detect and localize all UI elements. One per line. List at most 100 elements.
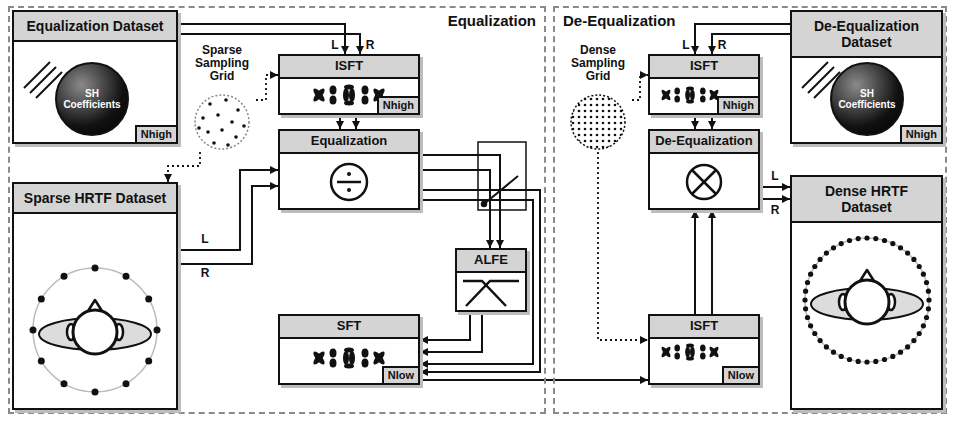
process-region: Equalization Equalization DatasetNhigh SH … (8, 6, 546, 414)
channel-label: R (717, 39, 728, 52)
dataset-box: Sparse HRTF Dataset (12, 182, 178, 410)
svg-line (802, 62, 828, 88)
svg-circle (212, 141, 216, 145)
channel-label: R (200, 267, 211, 280)
svg-circle (236, 108, 240, 112)
sampling-dot (824, 344, 829, 349)
sampling-dot (92, 389, 99, 396)
sampling-dot (92, 265, 99, 272)
sampling-dot (805, 315, 810, 320)
box-heading: Sparse HRTF Dataset (14, 184, 176, 214)
sampling-dot (890, 354, 895, 359)
order-tag: Nhigh (135, 125, 176, 142)
svg-use (660, 87, 720, 104)
box-heading: De-Equalization Dataset (792, 12, 941, 58)
svg-line (30, 67, 56, 93)
sampling-dot (898, 245, 903, 250)
signal-arrow (420, 155, 500, 248)
svg-circle (208, 102, 212, 106)
signal-arrow (178, 170, 278, 250)
sampling-dot (839, 241, 844, 246)
filter-box: ALFE (455, 248, 527, 312)
sampling-dot (831, 245, 836, 250)
svg-circle (571, 95, 625, 149)
sampling-dot (802, 297, 807, 302)
transform-box: ISFTNlow (648, 314, 760, 385)
channel-label: L (681, 39, 690, 52)
box-heading: ISFT (650, 56, 758, 79)
sampling-dot (856, 236, 861, 241)
process-box: De-Equalization (648, 129, 760, 210)
sampling-dot (911, 338, 916, 343)
sampling-dot (926, 297, 931, 302)
signal-arrow (760, 198, 790, 200)
sampling-dot (808, 323, 813, 328)
svg-circle (33, 268, 157, 392)
multiply-symbol (687, 165, 721, 199)
box-heading: Dense HRTF Dataset (792, 177, 941, 223)
sampling-dot (926, 289, 931, 294)
channel-label: L (200, 233, 209, 246)
sphere-label: SH Coefficients (57, 86, 127, 113)
sampling-dot (882, 238, 887, 243)
sampling-grid: Dense Sampling Grid (564, 42, 632, 152)
sampling-dot (926, 306, 931, 311)
svg-g (197, 98, 246, 147)
sampling-dot (921, 272, 926, 277)
box-heading: ISFT (650, 316, 758, 339)
head-figure (33, 238, 929, 392)
svg-circle (805, 238, 929, 362)
signal-arrow (711, 210, 713, 314)
sampling-dot (921, 323, 926, 328)
signal-arrow (420, 312, 482, 352)
sampling-dot (808, 272, 813, 277)
sphere-label: SH Coefficients (832, 86, 902, 113)
signal-arrow (711, 115, 713, 129)
sh-sphere: SH Coefficients (55, 62, 129, 136)
sampling-dot (890, 241, 895, 246)
sampling-dot (818, 338, 823, 343)
box-heading: Equalization Dataset (14, 12, 176, 42)
signal-arrow (420, 190, 540, 372)
sampling-dot (847, 238, 852, 243)
channel-label: L (770, 170, 779, 183)
order-tag: Nlow (382, 366, 418, 383)
order-tag: Nhigh (900, 125, 941, 142)
box-heading: Equalization (280, 131, 418, 154)
svg-circle (482, 202, 487, 207)
svg-circle (687, 165, 721, 199)
svg-circle (226, 143, 230, 147)
sampling-dot (873, 359, 878, 364)
dense-grid (571, 95, 625, 149)
sampling-dot (905, 251, 910, 256)
order-tag: Nhigh (377, 96, 418, 113)
signal-arrow (420, 170, 490, 248)
svg-line (337, 181, 361, 184)
svg-use (312, 348, 387, 369)
box-heading: ALFE (457, 250, 525, 273)
channel-label: R (770, 204, 781, 217)
dataset-box: Dense HRTF Dataset (790, 175, 943, 410)
region-title: Equalization (448, 12, 536, 29)
box-heading: De-Equalization (650, 131, 758, 154)
transform-box: SFT Nlow (278, 314, 420, 385)
box-heading: SFT (280, 316, 418, 339)
sampling-dot (818, 257, 823, 262)
crossover-curves (463, 281, 519, 306)
sampling-dot (911, 257, 916, 262)
sampling-dot (873, 236, 878, 241)
signal-arrow (420, 379, 648, 381)
order-tag: Nhigh (717, 96, 758, 113)
sampling-dot (154, 327, 161, 334)
sampling-dot (847, 357, 852, 362)
sampling-dot (61, 380, 68, 387)
signal-arrow (760, 186, 790, 188)
sampling-dot (924, 315, 929, 320)
signal-arrow (355, 115, 357, 129)
sampling-dot (864, 235, 869, 240)
sampling-dot (812, 331, 817, 336)
sampling-dot (917, 331, 922, 336)
sampling-dot (61, 273, 68, 280)
